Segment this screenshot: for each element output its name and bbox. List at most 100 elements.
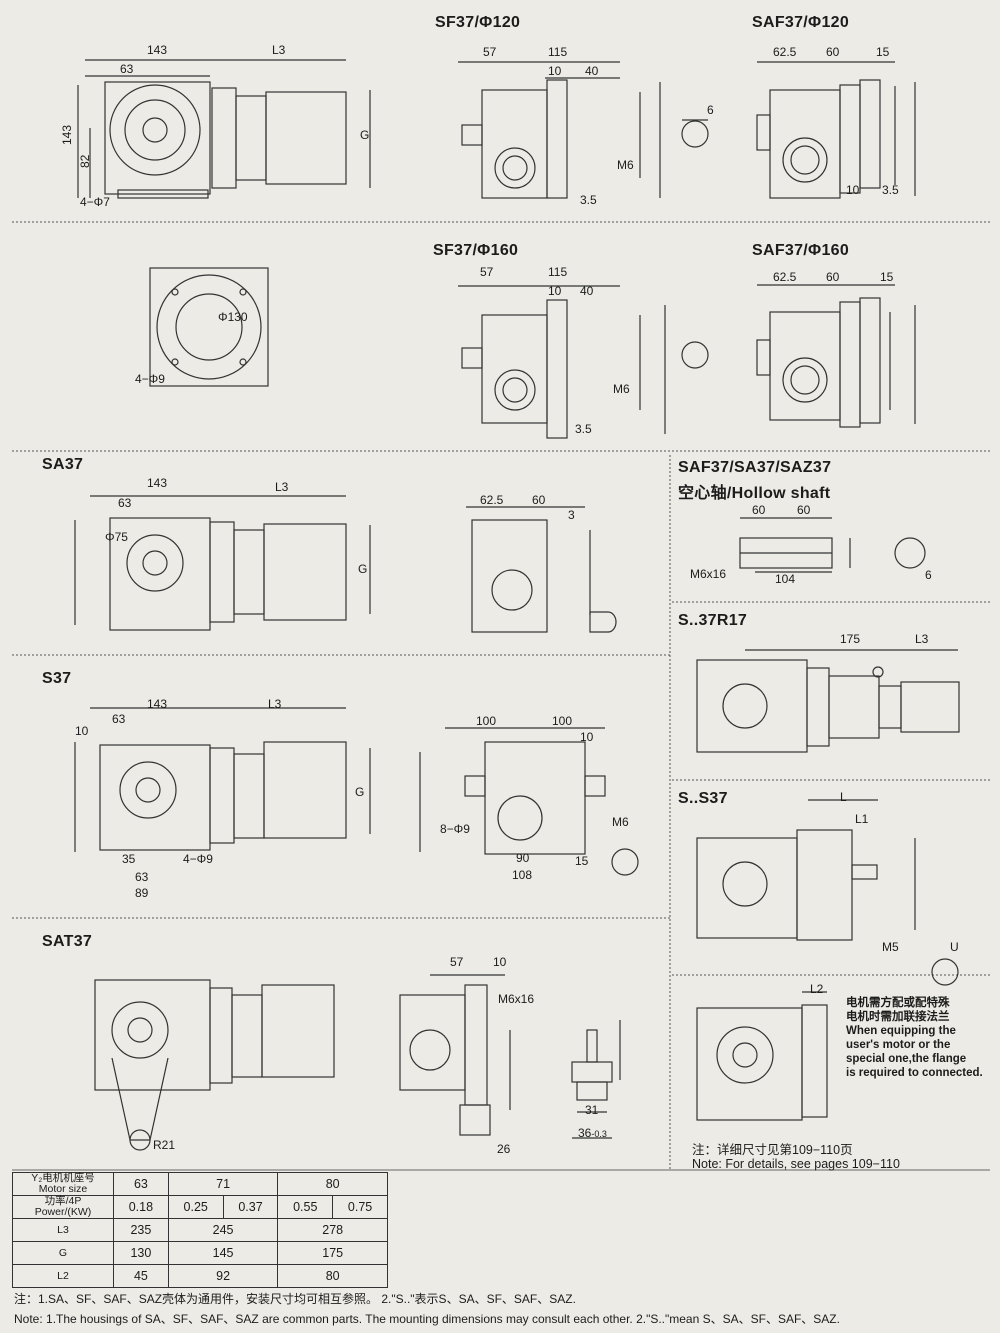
table-header: L2: [12, 1264, 114, 1288]
s37r17-view: [696, 649, 960, 753]
dim-value: 36: [578, 1126, 592, 1140]
dim-label: 10: [548, 284, 562, 298]
table-cell: 45: [113, 1264, 169, 1288]
dim-label: 63: [120, 62, 134, 76]
table-cell: 278: [277, 1218, 388, 1242]
dim-label: Φ75: [105, 530, 128, 544]
sa37-side-view: [466, 506, 617, 633]
table-cell: 145: [167, 1241, 279, 1265]
table-cell: 71: [167, 1172, 279, 1196]
dim-label: 6: [707, 103, 714, 117]
title-s37: S37: [42, 670, 72, 687]
dim-label: 10: [846, 183, 860, 197]
dim-label: 15: [876, 45, 890, 59]
dim-label: 60: [752, 503, 766, 517]
title-hollow-shaft: SAF37/SA37/SAZ37: [678, 459, 832, 476]
dim-label: 143: [147, 43, 168, 57]
table-cell: 80: [277, 1264, 388, 1288]
sf37-120-view: [458, 61, 709, 199]
saf37-120-view: [756, 61, 916, 199]
dim-label: 3.5: [882, 183, 899, 197]
details-note-en: Note: For details, see pages 109−110: [692, 1157, 900, 1171]
dim-label: G: [360, 128, 370, 142]
dim-label: 31: [585, 1103, 599, 1117]
dim-label: L3: [272, 43, 286, 57]
dim-label: 60: [797, 503, 811, 517]
dim-label: 3.5: [575, 422, 592, 436]
dim-label: 36-0.3: [578, 1126, 607, 1140]
dim-label: 100: [476, 714, 497, 728]
table-header: G: [12, 1241, 114, 1265]
s37-front-view: [74, 707, 371, 852]
table-cell: 0.25: [167, 1195, 224, 1219]
dim-label: 60: [826, 270, 840, 284]
dim-label: 6: [925, 568, 932, 582]
dim-label: 82: [78, 154, 92, 168]
title-sa37: SA37: [42, 456, 84, 473]
dim-label: 115: [548, 45, 568, 59]
table-row: L2 45 92 80: [12, 1264, 388, 1288]
note-line: is required to connected.: [846, 1067, 983, 1079]
motor-flange-view: [696, 991, 828, 1121]
table-cell: 92: [167, 1264, 279, 1288]
dim-label: 4−Φ9: [135, 372, 165, 386]
table-header: L3: [12, 1218, 114, 1242]
title-sf37-160: SF37/Φ160: [433, 242, 519, 259]
dim-label: 143: [147, 476, 168, 490]
header-cn: Y₂电机机座号: [31, 1172, 95, 1184]
sa37-front-view: [74, 495, 371, 631]
dim-label: 15: [575, 854, 589, 868]
dim-label: 63: [135, 870, 149, 884]
dim-label: 10: [548, 64, 562, 78]
dim-label: 62.5: [773, 270, 797, 284]
title-saf37-120: SAF37/Φ120: [752, 14, 850, 31]
footer-note-cn: 注：1.SA、SF、SAF、SAZ壳体为通用件，安装尺寸均可相互参照。 2."S…: [14, 1292, 576, 1306]
note-line: When equipping the: [846, 1025, 956, 1037]
dim-label: G: [358, 562, 368, 576]
dim-label: R21: [153, 1138, 176, 1152]
table-cell: 130: [113, 1241, 169, 1265]
dim-label: Φ130: [218, 310, 248, 324]
dim-label: M6: [617, 158, 634, 172]
dim-label: 40: [585, 64, 599, 78]
table-cell: 235: [113, 1218, 169, 1242]
sat37-bushing-view: [571, 1020, 621, 1139]
dim-label: M6x16: [690, 567, 727, 581]
dim-label: 108: [512, 868, 533, 882]
dim-label: 8−Φ9: [440, 822, 470, 836]
s37-side-view: [419, 727, 639, 876]
dim-label: L3: [275, 480, 289, 494]
dim-label: 175: [840, 632, 861, 646]
dim-label: 3.5: [580, 193, 597, 207]
dim-label: 4−Φ7: [80, 195, 110, 209]
dim-label: L3: [268, 697, 282, 711]
dim-label: 57: [450, 955, 464, 969]
dim-label: M6: [612, 815, 629, 829]
dim-label: 62.5: [480, 493, 504, 507]
dim-label: L: [840, 790, 847, 804]
dim-label: L1: [855, 812, 869, 826]
note-line: 电机需方配或配特殊: [846, 997, 950, 1009]
header-en: Motor size: [38, 1183, 88, 1195]
motor-flange-note: 电机需方配或配特殊 电机时需加联接法兰 When equipping the u…: [846, 996, 983, 1080]
table-row: L3 235 245 278: [12, 1218, 388, 1242]
table-cell: 0.75: [332, 1195, 388, 1219]
dim-label: 115: [548, 265, 568, 279]
details-note-cn: 注：详细尺寸见第109−110页: [692, 1143, 853, 1157]
dim-label: 15: [880, 270, 894, 284]
title-sf37-120: SF37/Φ120: [435, 14, 521, 31]
dim-label: 10: [580, 730, 594, 744]
dim-label: 89: [135, 886, 149, 900]
table-cell: 245: [167, 1218, 279, 1242]
hollow-shaft-view: [739, 517, 926, 573]
dim-label: 57: [480, 265, 494, 279]
table-cell: 0.18: [113, 1195, 169, 1219]
dim-label: L3: [915, 632, 929, 646]
note-line: 电机时需加联接法兰: [846, 1011, 950, 1023]
sat37-side-view: [399, 974, 511, 1136]
note-line: special one,the flange: [846, 1053, 967, 1065]
dim-label: 4−Φ9: [183, 852, 213, 866]
